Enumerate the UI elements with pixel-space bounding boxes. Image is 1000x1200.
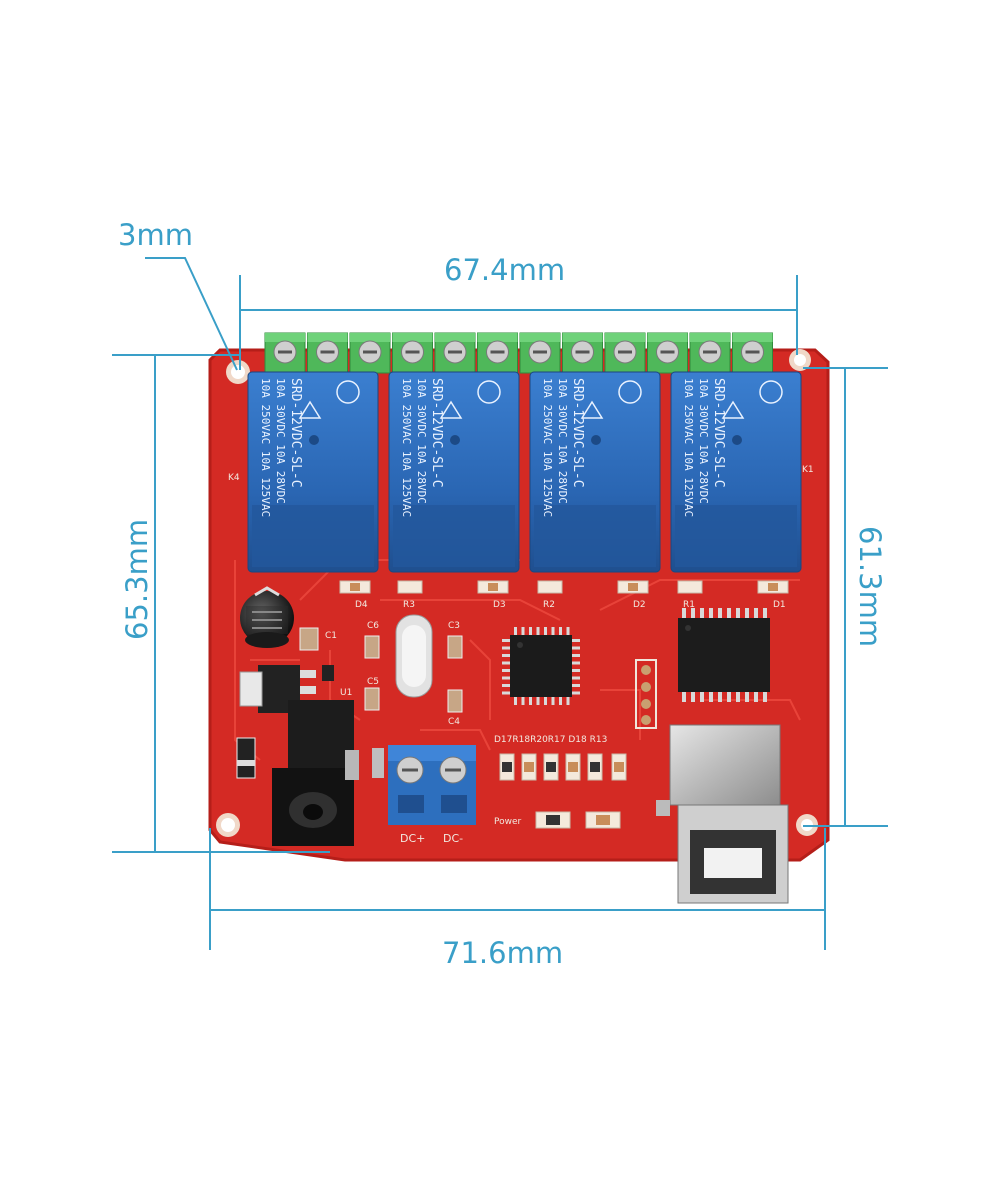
label-k4: K4 (228, 473, 240, 483)
label-d4: D4 (355, 600, 368, 610)
relay-rating-label: 10A 30VDC 10A 28VDC (274, 378, 287, 504)
screw-terminal (434, 332, 476, 374)
relay-rating-label: 10A 250VAC 10A 125VAC (541, 378, 554, 517)
relay-model-label: SRD-12VDC-SL-C (570, 378, 585, 488)
crystal-oscillator (395, 614, 433, 698)
dimension-right-height: 61.3mm (853, 526, 887, 647)
dc-input-terminal (372, 745, 476, 825)
capacitor-c1 (299, 627, 319, 651)
screw-terminal (647, 332, 688, 374)
label-dc-minus: DC- (443, 832, 463, 845)
relay-rating-label: 10A 250VAC 10A 125VAC (259, 378, 272, 517)
dimension-top-width: 67.4mm (444, 253, 565, 287)
label-dc-plus: DC+ (400, 832, 425, 845)
label-r2: R2 (543, 600, 555, 610)
label-r1: R1 (683, 600, 695, 610)
relay-rating-label: 10A 250VAC 10A 125VAC (400, 378, 413, 517)
mounting-hole-top-right (789, 349, 811, 371)
dimension-left-height: 65.3mm (120, 519, 154, 640)
screw-terminal (732, 332, 773, 374)
relay-model-label: SRD-12VDC-SL-C (429, 378, 444, 488)
microcontroller-chip (502, 627, 580, 705)
dimension-hole: 3mm (118, 218, 193, 252)
label-d2: D2 (633, 600, 646, 610)
relay-model-label: SRD-12VDC-SL-C (711, 378, 726, 488)
label-c3: C3 (448, 621, 460, 631)
screw-terminal (604, 332, 646, 374)
relay-rating-label: 10A 30VDC 10A 28VDC (415, 378, 428, 504)
label-d3: D3 (493, 600, 506, 610)
label-c4: C4 (448, 717, 460, 727)
screw-terminal (392, 332, 433, 374)
label-d1: D1 (773, 600, 786, 610)
label-c5: C5 (367, 677, 379, 687)
relay-model-label: SRD-12VDC-SL-C (288, 378, 303, 488)
label-resistor-row: D17R18R20R17 D18 R13 (494, 735, 607, 745)
electrolytic-capacitor (240, 586, 294, 648)
pin-header (635, 659, 657, 729)
dc-barrel-jack (272, 700, 359, 846)
label-power: Power (494, 817, 522, 827)
led-resistor-row: D4 R3 D3 R2 D2 R1 D1 (339, 580, 789, 610)
status-leds-resistors: D17R18R20R17 D18 R13 (494, 735, 627, 781)
label-r3: R3 (403, 600, 415, 610)
label-k1: K1 (802, 465, 814, 475)
label-u1: U1 (340, 688, 352, 698)
usb-interface-chip (678, 608, 770, 702)
screw-terminal (477, 332, 518, 374)
screw-terminal (264, 332, 306, 374)
dimension-annotations (112, 257, 888, 950)
relay-rating-label: 10A 30VDC 10A 28VDC (697, 378, 710, 504)
relay-rating-label: 10A 30VDC 10A 28VDC (556, 378, 569, 504)
label-c1: C1 (325, 631, 337, 641)
screw-terminal (307, 332, 348, 374)
mounting-hole-bottom-left (216, 813, 240, 837)
screw-terminal (562, 332, 603, 374)
dimension-bottom-width: 71.6mm (442, 936, 563, 970)
power-led (535, 811, 621, 829)
screw-terminal (689, 332, 731, 374)
smd-diode (236, 737, 256, 779)
usb-b-port (656, 724, 789, 904)
screw-terminal (519, 332, 561, 374)
label-c6: C6 (367, 621, 379, 631)
screw-terminal (349, 332, 391, 374)
mounting-hole-top-left (226, 360, 250, 384)
relay-rating-label: 10A 250VAC 10A 125VAC (682, 378, 695, 517)
screw-terminal-block (264, 332, 773, 374)
